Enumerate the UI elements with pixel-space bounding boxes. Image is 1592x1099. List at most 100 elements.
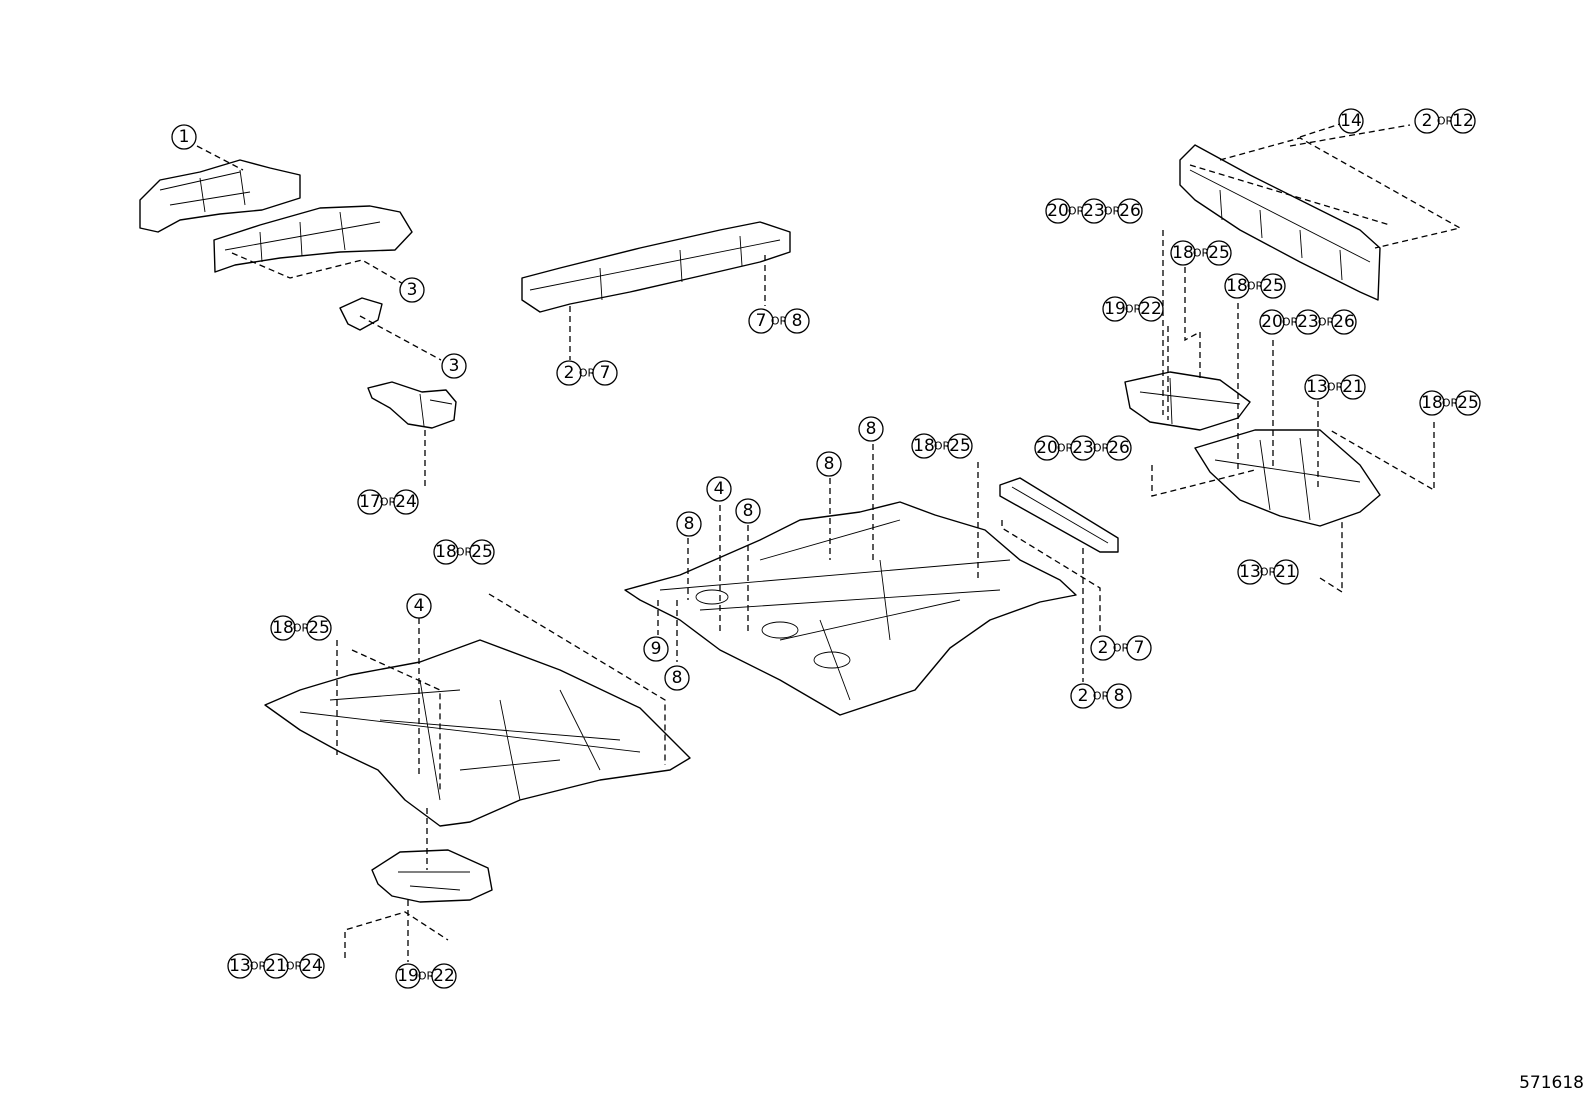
callout-circle — [270, 615, 296, 641]
callout-circle — [469, 539, 495, 565]
or-separator: OR — [1125, 303, 1142, 316]
callout-circle — [1070, 435, 1096, 461]
or-separator: OR — [1327, 381, 1344, 394]
callout-circle — [227, 953, 253, 979]
or-separator: OR — [1318, 316, 1335, 329]
rear-floor-crossmember — [999, 477, 1119, 553]
part-number: 17 — [359, 492, 381, 512]
callout-circle — [1117, 198, 1143, 224]
or-separator: OR — [456, 546, 473, 559]
part-number: 7 — [756, 311, 767, 331]
or-separator: OR — [771, 315, 788, 328]
callout-circle — [1295, 309, 1321, 335]
callout-circle — [1106, 683, 1132, 709]
part-number: 2 — [564, 363, 575, 383]
part-number: 18 — [272, 618, 294, 638]
part-number: 21 — [265, 956, 287, 976]
or-separator: OR — [934, 440, 951, 453]
spare-tire-well-front — [371, 849, 493, 903]
part-number: 25 — [1208, 243, 1230, 263]
rear-floor-extension — [1124, 371, 1251, 431]
callout: 3 — [441, 353, 467, 379]
callout-circle — [1206, 240, 1232, 266]
part-number: 13 — [1239, 562, 1261, 582]
callout-circle — [1419, 390, 1445, 416]
callout-circle — [1102, 296, 1128, 322]
part-number: 26 — [1119, 201, 1141, 221]
callout-circle — [1304, 374, 1330, 400]
callout-circle — [1414, 108, 1440, 134]
callout-circle — [643, 636, 669, 662]
part-number: 25 — [308, 618, 330, 638]
callout-circle — [784, 308, 810, 334]
part-number: 25 — [471, 542, 493, 562]
callout: 1 — [171, 124, 197, 150]
callout: 8 — [858, 416, 884, 442]
callout: 3 — [399, 277, 425, 303]
part-number: 26 — [1333, 312, 1355, 332]
part-number: 7 — [1134, 638, 1145, 658]
callout-circle — [1170, 240, 1196, 266]
callout-circle — [431, 963, 457, 989]
callout-circle — [1106, 435, 1132, 461]
callout-circle — [735, 498, 761, 524]
part-number: 22 — [1140, 299, 1162, 319]
or-separator: OR — [418, 970, 435, 983]
callout-circle — [1138, 296, 1164, 322]
part-number: 21 — [1275, 562, 1297, 582]
part-number: 8 — [824, 454, 835, 474]
callout: 14 — [1338, 108, 1364, 134]
part-number: 24 — [395, 492, 417, 512]
callout: 8 — [816, 451, 842, 477]
callout-circle — [1045, 198, 1071, 224]
part-number: 4 — [714, 479, 725, 499]
part-number: 25 — [949, 436, 971, 456]
callout-circle — [399, 277, 425, 303]
callout-circle — [357, 489, 383, 515]
center-floor-pan — [624, 501, 1077, 716]
callout-circle — [947, 433, 973, 459]
part-number: 13 — [1306, 377, 1328, 397]
part-number: 20 — [1261, 312, 1283, 332]
part-number: 9 — [651, 639, 662, 659]
part-number: 25 — [1457, 393, 1479, 413]
callout-circle — [816, 451, 842, 477]
or-separator: OR — [293, 622, 310, 635]
diagram-reference-number: 571618 — [1519, 1073, 1584, 1093]
callout-circle — [858, 416, 884, 442]
or-separator: OR — [1442, 397, 1459, 410]
callout: 8 — [735, 498, 761, 524]
callout-circle — [1450, 108, 1476, 134]
callout-circle — [748, 308, 774, 334]
callout-circle — [433, 539, 459, 565]
part-number: 18 — [1421, 393, 1443, 413]
part-number: 14 — [1340, 111, 1362, 131]
floor-crossmember-front — [521, 221, 791, 313]
part-number: 26 — [1108, 438, 1130, 458]
or-separator: OR — [286, 960, 303, 973]
front-floor-side-member-upper — [139, 159, 301, 233]
callout-circle — [676, 511, 702, 537]
callout-circle — [1081, 198, 1107, 224]
callout-circle — [171, 124, 197, 150]
part-number: 18 — [1226, 276, 1248, 296]
part-number: 2 — [1098, 638, 1109, 658]
callout-circle — [1338, 108, 1364, 134]
part-number: 7 — [600, 363, 611, 383]
part-number: 8 — [1114, 686, 1125, 706]
part-number: 18 — [1172, 243, 1194, 263]
part-number: 8 — [672, 668, 683, 688]
